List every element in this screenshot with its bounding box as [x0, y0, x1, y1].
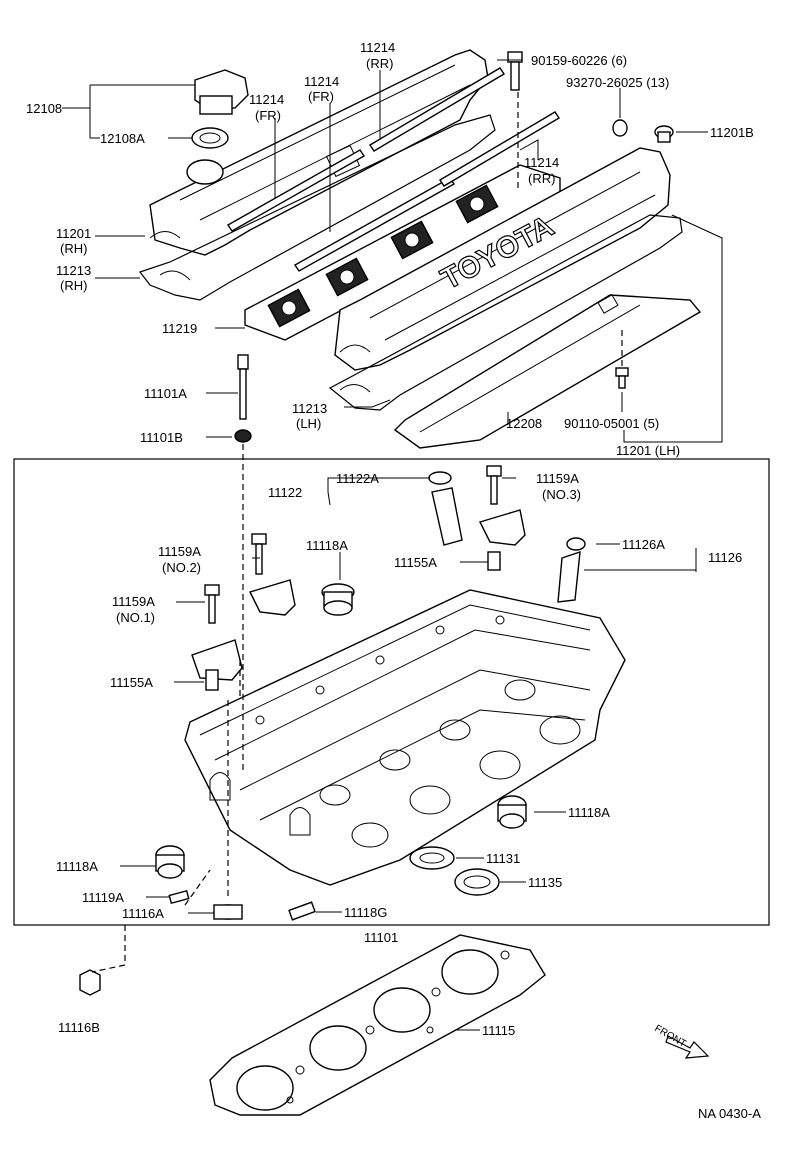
- tube-seal-fr-2: [293, 177, 456, 272]
- label-90159: 90159-60226 (6): [531, 53, 627, 68]
- label-11118A-right: 11118A: [568, 805, 610, 820]
- label-11214-rr-top: 11214: [360, 40, 395, 55]
- plug-11118G: [288, 901, 316, 921]
- pin-11155A-top: [487, 551, 501, 571]
- guide-11122: [428, 471, 463, 546]
- label-11214-fr-2-sub: (FR): [255, 108, 281, 123]
- label-12208: 12208: [506, 416, 542, 431]
- cam-cover-gasket-lh: [328, 214, 683, 411]
- label-11214-fr-1: 11214: [304, 74, 339, 89]
- cylinder-head-group-frame: [13, 458, 770, 926]
- plug-11118A-left: [155, 845, 185, 879]
- pin-11155A-left: [205, 669, 219, 691]
- label-11159A-no3-sub: (NO.3): [542, 487, 581, 502]
- center-cover-plate: [244, 164, 561, 341]
- figure-code: NA 0430-A: [698, 1106, 761, 1121]
- label-11101A: 11101A: [144, 386, 187, 401]
- cam-cover-gasket-rh: [139, 114, 496, 301]
- seal-11135: [454, 868, 500, 896]
- label-11116B: 11116B: [58, 1020, 100, 1035]
- head-gasket-11115: [209, 934, 546, 1116]
- label-11213-rh: 11213: [56, 263, 91, 278]
- label-11155A-top: 11155A: [394, 555, 437, 570]
- label-11101B: 11101B: [140, 430, 183, 445]
- label-11201-lh: 11201 (LH): [616, 443, 680, 458]
- cam-cover-rh: [149, 49, 489, 256]
- cam-bearing-cap-no3: [479, 465, 526, 546]
- label-11159A-no3: 11159A: [536, 471, 579, 486]
- label-11126: 11126: [708, 550, 742, 565]
- baffle-plate-12208: [393, 294, 702, 449]
- oil-filler-cap-gasket: [191, 127, 229, 149]
- label-11131: 11131: [486, 851, 520, 866]
- label-11122A: 11122A: [336, 471, 379, 486]
- label-11214-rr-top-sub: (RR): [366, 56, 393, 71]
- label-11213-rh-sub: (RH): [60, 278, 87, 293]
- label-11155A-left: 11155A: [110, 675, 153, 690]
- bolt-90110: [615, 367, 629, 389]
- pin-11119A: [168, 889, 190, 905]
- label-11116A: 11116A: [122, 906, 164, 921]
- front-arrow: FRONT: [653, 1023, 710, 1059]
- label-11214-rr-2: 11214: [524, 155, 559, 170]
- cam-bearing-cap-no2: [249, 533, 296, 616]
- label-11126A: 11126A: [622, 537, 665, 552]
- front-label: FRONT: [653, 1023, 688, 1050]
- label-11115: 11115: [482, 1023, 515, 1038]
- washer-11101B: [234, 429, 252, 443]
- label-93270: 93270-26025 (13): [566, 75, 669, 90]
- cylinder-head: [184, 589, 626, 886]
- label-11213-lh-sub: (LH): [296, 416, 321, 431]
- label-11201B: 11201B: [710, 125, 754, 140]
- label-11214-rr-2-sub: (RR): [528, 171, 555, 186]
- oil-filler-neck: [186, 159, 224, 185]
- stud-11101A: [237, 354, 249, 420]
- label-11101: 11101: [364, 930, 398, 945]
- plug-11118A-right: [497, 795, 527, 829]
- label-11159A-no2: 11159A: [158, 544, 201, 559]
- label-11118A-left: 11118A: [56, 859, 98, 874]
- label-12108A: 12108A: [100, 131, 145, 146]
- label-11201-rh: 11201: [56, 226, 91, 241]
- label-11118G: 11118G: [344, 905, 387, 920]
- label-11118A-top: 11118A: [306, 538, 348, 553]
- label-11119A: 11119A: [82, 890, 124, 905]
- label-90110: 90110-05001 (5): [564, 416, 659, 431]
- label-11214-fr-1-sub: (FR): [308, 89, 334, 104]
- plug-11116A: [213, 904, 243, 920]
- label-11122: 11122: [268, 485, 302, 500]
- label-11219: 11219: [162, 321, 197, 336]
- label-11201-rh-sub: (RH): [60, 241, 87, 256]
- label-11135: 11135: [528, 875, 562, 890]
- tube-seal-rr-2: [439, 111, 560, 187]
- plug-11116B: [79, 969, 101, 996]
- cam-bearing-cap-no1: [191, 584, 243, 681]
- label-11159A-no2-sub: (NO.2): [162, 560, 201, 575]
- oil-filler-cap: [194, 69, 249, 115]
- label-11159A-no1-sub: (NO.1): [116, 610, 155, 625]
- guide-11126: [557, 537, 586, 603]
- label-11213-lh: 11213: [292, 401, 327, 416]
- plug-11118A-top: [321, 583, 355, 616]
- grommet-93270: [612, 119, 628, 137]
- gasket-11131: [409, 846, 455, 870]
- bolt-90159: [507, 51, 523, 91]
- label-11214-fr-2: 11214: [249, 92, 284, 107]
- tube-seal-rr-top: [369, 67, 505, 152]
- label-11159A-no1: 11159A: [112, 594, 155, 609]
- label-12108: 12108: [26, 101, 62, 116]
- cap-11201B: [654, 125, 674, 143]
